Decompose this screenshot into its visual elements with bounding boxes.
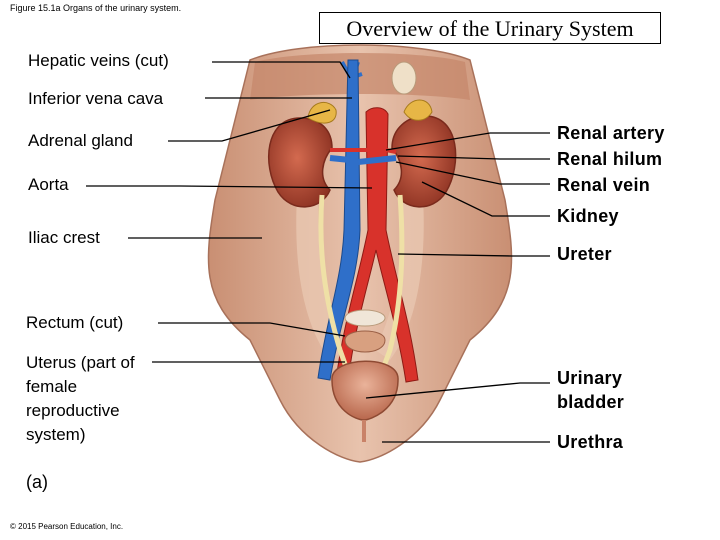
esophagus-cut [391,61,417,95]
panel-letter: (a) [26,472,48,492]
leader-lines-left [86,61,373,363]
uterus [344,330,386,353]
left-kidney [267,117,333,208]
label-hepatic-veins: Hepatic veins (cut) [28,51,169,70]
label-inferior-vena-cava: Inferior vena cava [28,89,164,108]
label-ureter: Ureter [557,244,612,264]
label-kidney: Kidney [557,206,619,226]
label-aorta: Aorta [28,175,69,194]
label-renal-vein: Renal vein [557,175,651,195]
label-renal-artery: Renal artery [557,123,665,143]
right-renal-vein [357,155,397,165]
label-renal-hilum: Renal hilum [557,149,663,169]
label-urinary-bladder: Urinary bladder [557,368,625,412]
left-renal-vein [329,155,351,163]
label-adrenal-gland: Adrenal gland [28,131,133,150]
label-uterus: Uterus (part of female reproductive syst… [26,353,135,444]
label-rectum: Rectum (cut) [26,313,124,332]
inferior-vena-cava [317,59,361,381]
leader-lines-right [365,132,550,443]
psoas-left [296,160,345,360]
label-urethra: Urethra [557,432,624,452]
label-iliac-crest: Iliac crest [28,228,100,247]
right-adrenal-gland [403,99,433,121]
copyright-notice: © 2015 Pearson Education, Inc. [10,522,124,531]
rectum-cut [344,309,386,327]
right-kidney [391,115,457,208]
slide-title: Overview of the Urinary System [319,12,661,44]
urinary-bladder [331,360,399,421]
psoas-right [375,160,424,360]
figure-caption: Figure 15.1a Organs of the urinary syste… [10,3,182,13]
